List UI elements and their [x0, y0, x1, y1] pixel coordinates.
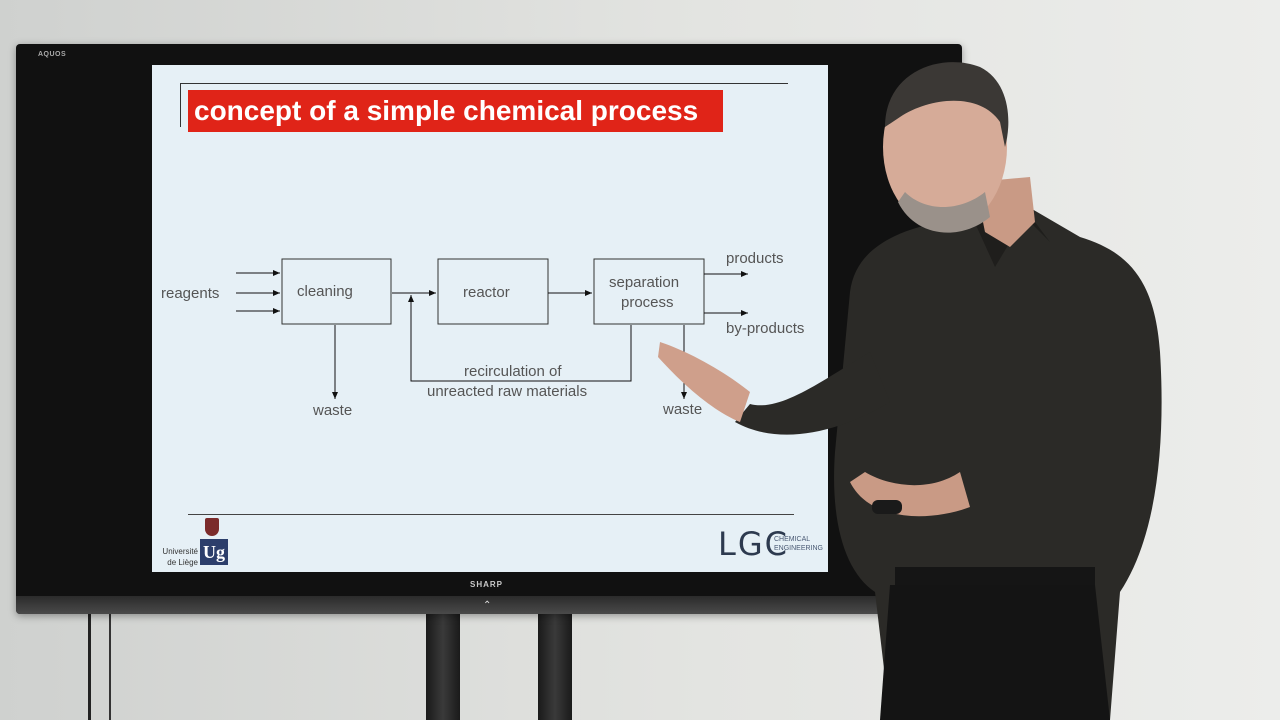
- box-separation: [593, 258, 705, 325]
- presenter-hair: [885, 62, 1009, 147]
- box-reactor: [437, 258, 549, 325]
- presenter-beard: [898, 192, 990, 233]
- title-tick: [180, 83, 181, 127]
- lab-sub-line-2: ENGINEERING: [774, 545, 824, 552]
- stand-pole-right: [538, 610, 572, 720]
- label-recirculation-2: unreacted raw materials: [427, 383, 587, 400]
- label-recirculation-1: recirculation of: [464, 363, 562, 380]
- label-waste-cleaning: waste: [312, 402, 352, 419]
- box-cleaning: [281, 258, 392, 325]
- arrow-recirculation: [408, 295, 632, 382]
- slide-title: concept of a simple chemical process: [188, 90, 723, 132]
- chevron-up-icon: ⌃: [483, 600, 492, 611]
- label-separation-1: separation: [609, 274, 679, 291]
- tv-brand-top: AQUOS: [38, 51, 67, 58]
- label-products: products: [726, 250, 784, 267]
- presenter-trousers: [880, 585, 1110, 720]
- university-line-2: de Liège: [167, 558, 198, 567]
- cable: [88, 612, 111, 720]
- university-logo: Ug: [200, 539, 228, 565]
- remote-clicker-icon: [872, 500, 902, 514]
- presenter: [658, 62, 1162, 720]
- label-waste-separation: waste: [662, 401, 702, 418]
- label-cleaning: cleaning: [297, 283, 353, 300]
- presenter-arm-left: [735, 352, 890, 435]
- label-reactor: reactor: [463, 284, 510, 301]
- lab-sub-line-1: CHEMICAL: [774, 536, 811, 543]
- label-separation-2: process: [621, 294, 674, 311]
- process-flow-diagram: reagents cleaning waste reactor separati…: [161, 250, 804, 419]
- presenter-belt: [895, 567, 1095, 585]
- stand-pole-left: [426, 610, 460, 720]
- lab-subtitle: CHEMICAL ENGINEERING: [774, 535, 823, 553]
- tv-bottom-bezel: [16, 596, 962, 614]
- label-reagents: reagents: [161, 285, 219, 302]
- presentation-slide: concept of a simple chemical process rea…: [152, 65, 828, 572]
- presenter-hand-left: [658, 342, 750, 422]
- footer-rule: [188, 514, 794, 515]
- university-name: Université de Liège: [154, 546, 198, 568]
- university-line-1: Université: [162, 547, 198, 556]
- university-crest-icon: [205, 518, 219, 536]
- lab-logo: LGC: [718, 525, 789, 563]
- tv-brand-bottom: SHARP: [470, 580, 504, 589]
- title-rule: [180, 83, 788, 84]
- label-byproducts: by-products: [726, 320, 804, 337]
